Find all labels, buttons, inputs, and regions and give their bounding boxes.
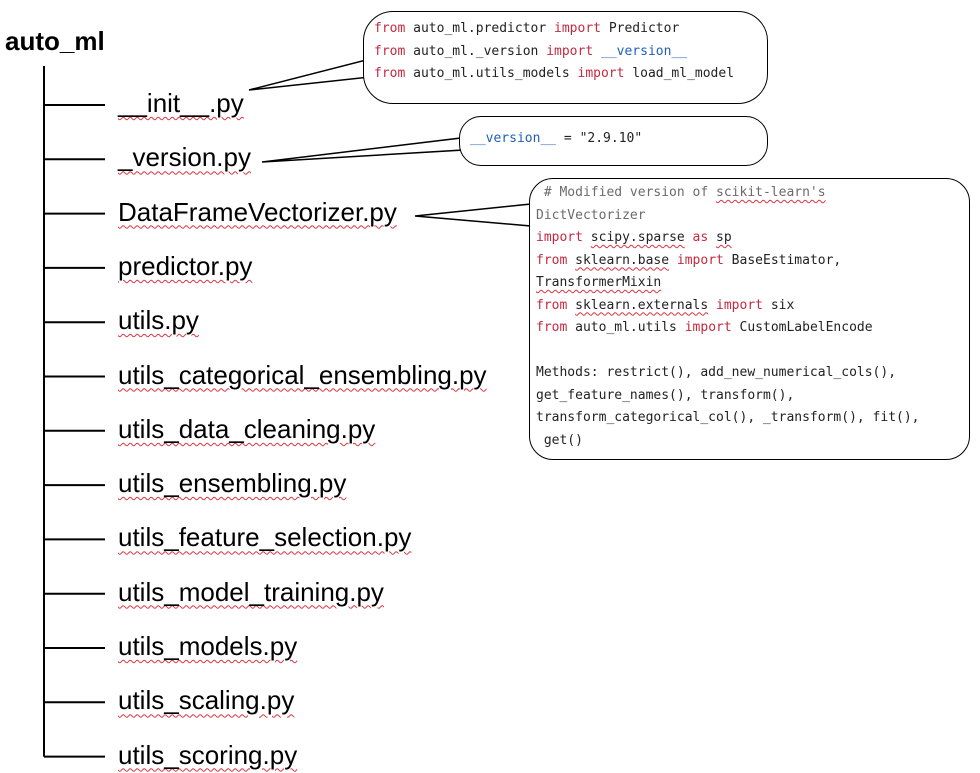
code-line: Methods: restrict(), add_new_numerical_c… — [536, 362, 969, 385]
callout-version-code: __version__ = "2.9.10" — [459, 116, 768, 166]
code-token: sklearn.base — [575, 252, 670, 268]
code-token — [685, 230, 693, 245]
code-line: get_feature_names(), transform(), — [536, 385, 969, 408]
file-item: predictor.py — [118, 250, 253, 281]
code-line: # Modified version of scikit-learn's — [536, 182, 969, 205]
code-token: import — [546, 43, 594, 59]
code-token: auto_ml.predictor — [405, 21, 555, 36]
code-token: get() — [536, 432, 583, 448]
code-token: auto_ml.utils_models — [405, 66, 578, 81]
code-token: Methods: restrict(), add_new_numerical_c… — [536, 365, 897, 380]
file-item: utils_data_cleaning.py — [118, 413, 376, 444]
code-token — [708, 230, 716, 245]
code-line: from auto_ml.predictor import Predictor — [374, 18, 767, 41]
file-item: utils_scoring.py — [118, 739, 298, 770]
code-line: get() — [536, 430, 969, 453]
root-folder-label: auto_ml — [5, 26, 105, 56]
file-item: utils_scaling.py — [118, 685, 295, 716]
code-token: TransformerMixin — [536, 275, 662, 290]
version-callout-pointer — [261, 137, 464, 163]
code-token: "2.9.10" — [579, 131, 643, 146]
code-token: transform_categorical_col(), _transform(… — [536, 410, 920, 425]
vectorizer-callout-pointer — [414, 203, 532, 227]
code-line: DictVectorizer — [536, 205, 969, 228]
code-token: DictVectorizer — [536, 207, 646, 223]
code-token: as — [692, 230, 709, 245]
code-token: import — [716, 297, 763, 313]
code-token: from — [374, 21, 406, 36]
code-token — [593, 44, 601, 59]
code-token: __version__ — [601, 43, 688, 59]
code-token: BaseEstimator, — [723, 252, 842, 268]
code-token: Predictor — [601, 21, 680, 36]
code-line: TransformerMixin — [536, 272, 969, 295]
file-item: utils_categorical_ensembling.py — [118, 359, 487, 390]
code-token: sklearn.externals — [575, 297, 709, 313]
init-callout-pointer — [248, 59, 371, 91]
code-token — [567, 253, 575, 268]
code-token — [708, 298, 716, 313]
code-token: import — [676, 252, 724, 268]
code-token: CustomLabelEncode — [731, 320, 873, 335]
file-item: __init__.py — [118, 88, 244, 118]
code-line: from auto_ml._version import __version__ — [374, 41, 767, 64]
file-item: utils_model_training.py — [118, 576, 384, 607]
code-line: from sklearn.base import BaseEstimator, — [536, 250, 969, 273]
code-token: import — [554, 21, 601, 36]
file-item: DataFrameVectorizer.py — [118, 196, 397, 227]
code-token: auto_ml.utils — [567, 320, 685, 335]
code-token: scikit-learn's — [716, 185, 826, 200]
code-token — [583, 230, 591, 245]
file-item: utils.py — [118, 305, 199, 336]
code-token: get_feature_names(), transform(), — [536, 387, 795, 403]
file-item: utils_models.py — [118, 631, 298, 661]
file-item: utils_feature_selection.py — [118, 522, 412, 553]
code-line — [536, 340, 969, 363]
code-token: import — [577, 66, 625, 81]
code-token: from — [374, 66, 406, 81]
code-token: # Modified version of — [536, 185, 717, 200]
code-token: from — [536, 297, 568, 313]
code-line: from sklearn.externals import six — [536, 295, 969, 318]
code-token: load_ml_model — [624, 66, 735, 81]
code-token: scipy.sparse — [590, 230, 685, 245]
code-token: = — [556, 131, 580, 146]
file-item: utils_ensembling.py — [118, 468, 347, 499]
code-line: transform_categorical_col(), _transform(… — [536, 407, 969, 430]
code-token: sp — [716, 230, 732, 245]
code-token: from — [374, 43, 406, 59]
code-token: import — [684, 320, 732, 335]
code-token — [669, 253, 677, 268]
code-line: __version__ = "2.9.10" — [470, 128, 767, 151]
code-line: import scipy.sparse as sp — [536, 227, 969, 250]
code-token: six — [763, 297, 795, 313]
code-line: from auto_ml.utils import CustomLabelEnc… — [536, 317, 969, 340]
code-token: import — [536, 230, 583, 245]
file-item: _version.py — [118, 142, 251, 173]
code-token: from — [536, 320, 568, 335]
code-line: from auto_ml.utils_models import load_ml… — [374, 63, 767, 86]
code-token: auto_ml._version — [405, 43, 547, 59]
code-token: __version__ — [470, 131, 557, 146]
code-token: from — [536, 252, 568, 268]
tree-connectors — [43, 66, 105, 758]
code-token — [567, 298, 575, 313]
